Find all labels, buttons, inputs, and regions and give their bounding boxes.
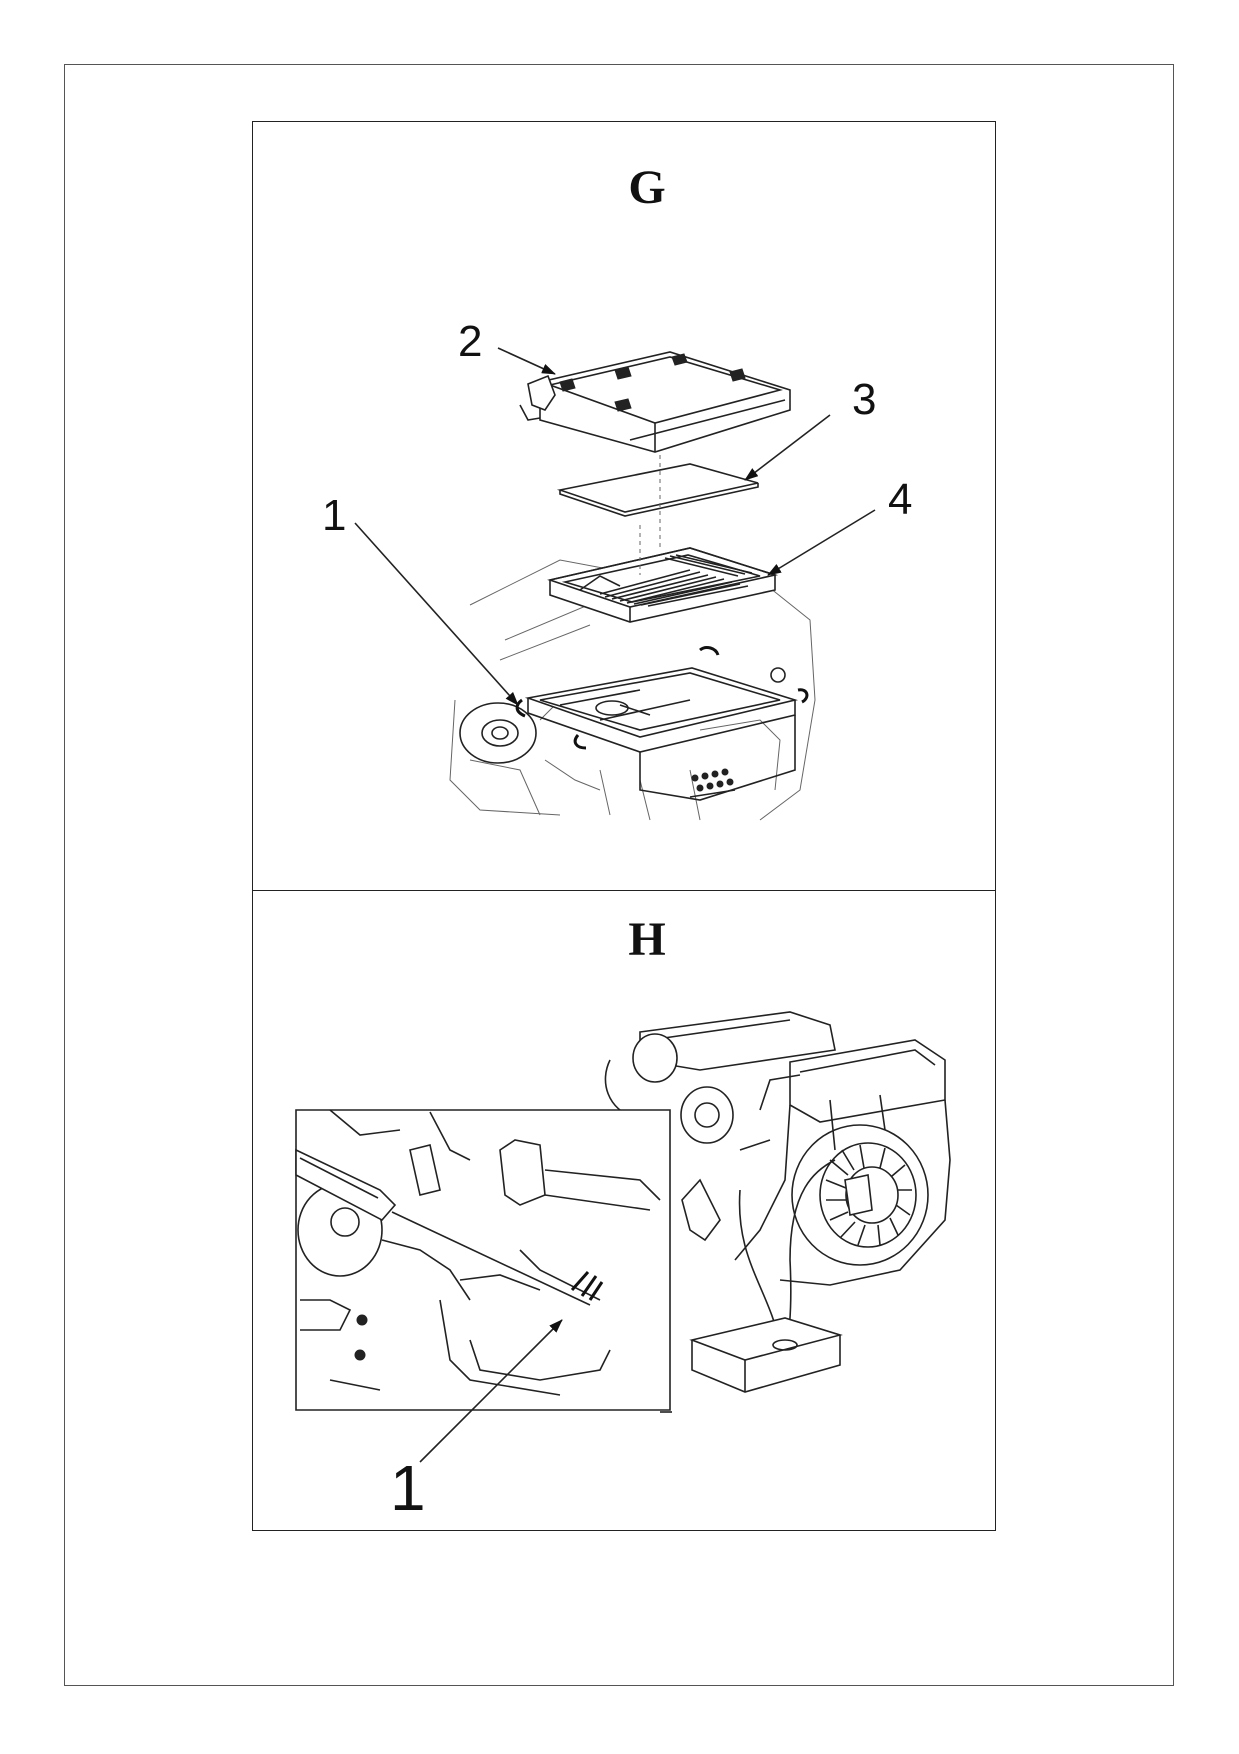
callout-g-2: 2 (458, 317, 482, 366)
panel-h-letter: H (628, 913, 666, 966)
callout-g-3: 3 (852, 375, 876, 424)
filter-pleats (599, 554, 753, 607)
engine-overview (604, 1011, 951, 1286)
air-cleaner-cover (519, 351, 791, 453)
air-cleaner-base (515, 646, 809, 801)
page-border (64, 64, 1174, 1686)
oil-drain-pan (689, 1317, 843, 1393)
callout-h-1: 1 (390, 1452, 426, 1524)
figure-frame (252, 121, 996, 1531)
panel-g-drawing: 1 2 3 4 (322, 317, 912, 821)
starter-fins (825, 1144, 912, 1246)
pre-filter-sheet (556, 463, 759, 517)
leader-arrow-h-1 (419, 1319, 563, 1463)
leader-arrow-2 (497, 347, 556, 375)
filter-element (547, 547, 779, 623)
panel-h-drawing: 1 (295, 1011, 951, 1524)
callout-g-4: 4 (888, 475, 912, 524)
leader-arrow-1 (354, 522, 519, 706)
panel-g-letter: G (628, 161, 666, 214)
leader-arrow-4 (767, 509, 876, 576)
screwdriver (295, 1148, 591, 1306)
detail-inset (295, 1109, 672, 1413)
callout-g-1: 1 (322, 491, 346, 540)
leader-arrow-3 (744, 414, 831, 481)
engine-vent-grille (689, 768, 736, 798)
panel-divider (252, 890, 996, 891)
